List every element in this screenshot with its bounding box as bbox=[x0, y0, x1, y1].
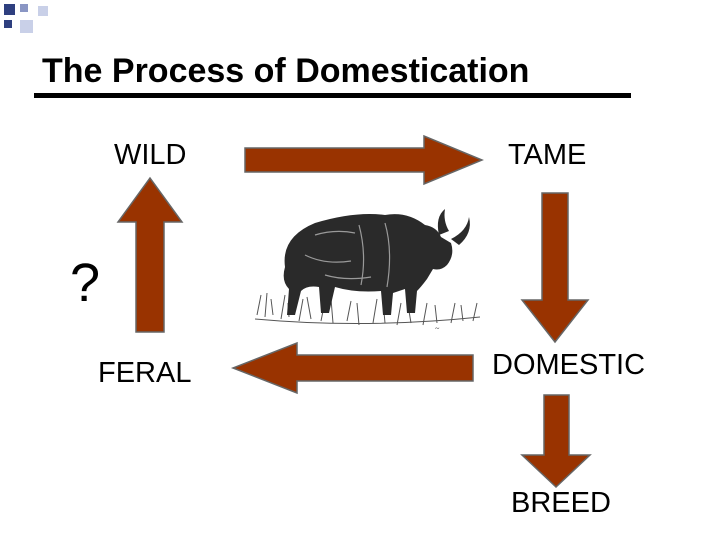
svg-text:~: ~ bbox=[435, 324, 440, 333]
page-title: The Process of Domestication bbox=[42, 52, 530, 90]
arrow-domestic-to-feral bbox=[230, 341, 474, 395]
arrow-domestic-to-breed bbox=[520, 394, 592, 489]
node-wild: WILD bbox=[114, 139, 187, 171]
gaur-illustration-icon: ~ bbox=[255, 209, 480, 333]
corner-square bbox=[38, 6, 48, 16]
arrow-tame-to-domestic bbox=[520, 192, 590, 344]
arrow-feral-to-wild bbox=[116, 176, 184, 333]
corner-square bbox=[20, 4, 28, 12]
node-feral: FERAL bbox=[98, 357, 192, 389]
node-domestic: DOMESTIC bbox=[492, 349, 646, 381]
corner-square bbox=[4, 4, 15, 15]
title-underline bbox=[34, 93, 631, 98]
node-breed: BREED bbox=[511, 487, 611, 519]
corner-square bbox=[20, 20, 33, 33]
arrow-wild-to-tame bbox=[244, 134, 484, 186]
question-mark: ? bbox=[70, 253, 101, 313]
node-tame: TAME bbox=[508, 139, 587, 171]
corner-square bbox=[4, 20, 12, 28]
